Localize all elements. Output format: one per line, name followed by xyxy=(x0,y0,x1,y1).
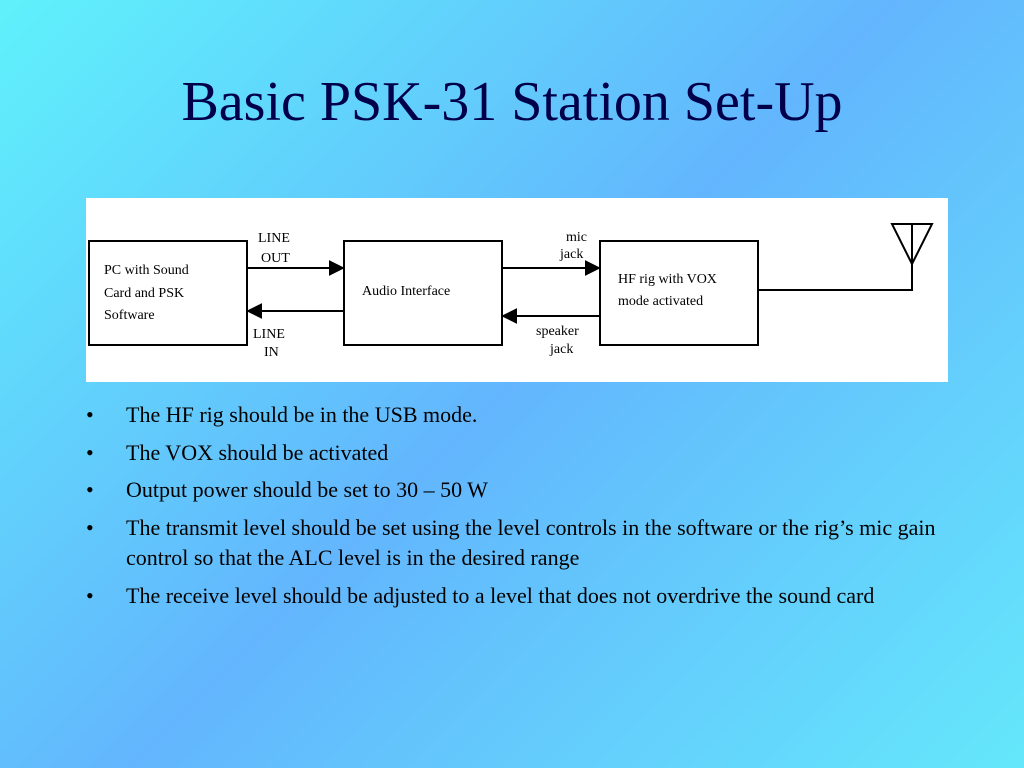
antenna-feedline xyxy=(758,264,913,291)
speaker-jack-label-1: speaker xyxy=(536,324,579,339)
bullet-text: The HF rig should be in the USB mode. xyxy=(126,402,478,427)
audio-interface-box xyxy=(343,240,503,346)
hf-rig-line-2: mode activated xyxy=(618,294,703,309)
station-setup-diagram: PC with Sound Card and PSK Software Audi… xyxy=(86,198,948,382)
bullet-text: The VOX should be activated xyxy=(126,439,389,465)
hf-rig-box xyxy=(599,240,759,346)
pc-box-line-3: Software xyxy=(104,308,155,323)
bullet-list: • The HF rig should be in the USB mode. … xyxy=(86,400,946,618)
bullet-icon: • xyxy=(86,477,94,502)
mic-jack-label-1: mic xyxy=(566,230,587,245)
bullet-icon: • xyxy=(86,402,94,427)
line-out-label-2: OUT xyxy=(261,251,290,266)
audio-interface-label: Audio Interface xyxy=(362,284,450,299)
bullet-text: The receive level should be adjusted to … xyxy=(126,582,875,608)
line-in-label-1: LINE xyxy=(253,327,285,342)
hf-rig-line-1: HF rig with VOX xyxy=(618,272,717,287)
pc-box xyxy=(88,240,248,346)
slide-title: Basic PSK-31 Station Set-Up xyxy=(181,71,843,133)
bullet-icon: • xyxy=(86,439,94,465)
pc-box-line-1: PC with Sound xyxy=(104,263,189,278)
bullet-item: • The HF rig should be in the USB mode. xyxy=(86,400,946,431)
speaker-jack-label-2: jack xyxy=(549,342,573,357)
line-in-label-2: IN xyxy=(264,345,279,360)
mic-jack-label-2: jack xyxy=(559,247,583,262)
bullet-icon: • xyxy=(86,514,94,540)
bullet-text: Output power should be set to 30 – 50 W xyxy=(126,477,488,502)
antenna-icon xyxy=(890,223,934,267)
bullet-item: • The transmit level should be set using… xyxy=(86,513,946,574)
bullet-item: • The VOX should be activated xyxy=(86,438,946,469)
diagram-svg: PC with Sound Card and PSK Software Audi… xyxy=(88,223,934,360)
pc-box-line-2: Card and PSK xyxy=(104,286,184,301)
bullet-item: • Output power should be set to 30 – 50 … xyxy=(86,475,946,506)
bullet-text: The transmit level should be set using t… xyxy=(126,514,936,571)
bullet-icon: • xyxy=(86,582,94,608)
line-out-label-1: LINE xyxy=(258,231,290,246)
bullet-item: • The receive level should be adjusted t… xyxy=(86,581,946,612)
